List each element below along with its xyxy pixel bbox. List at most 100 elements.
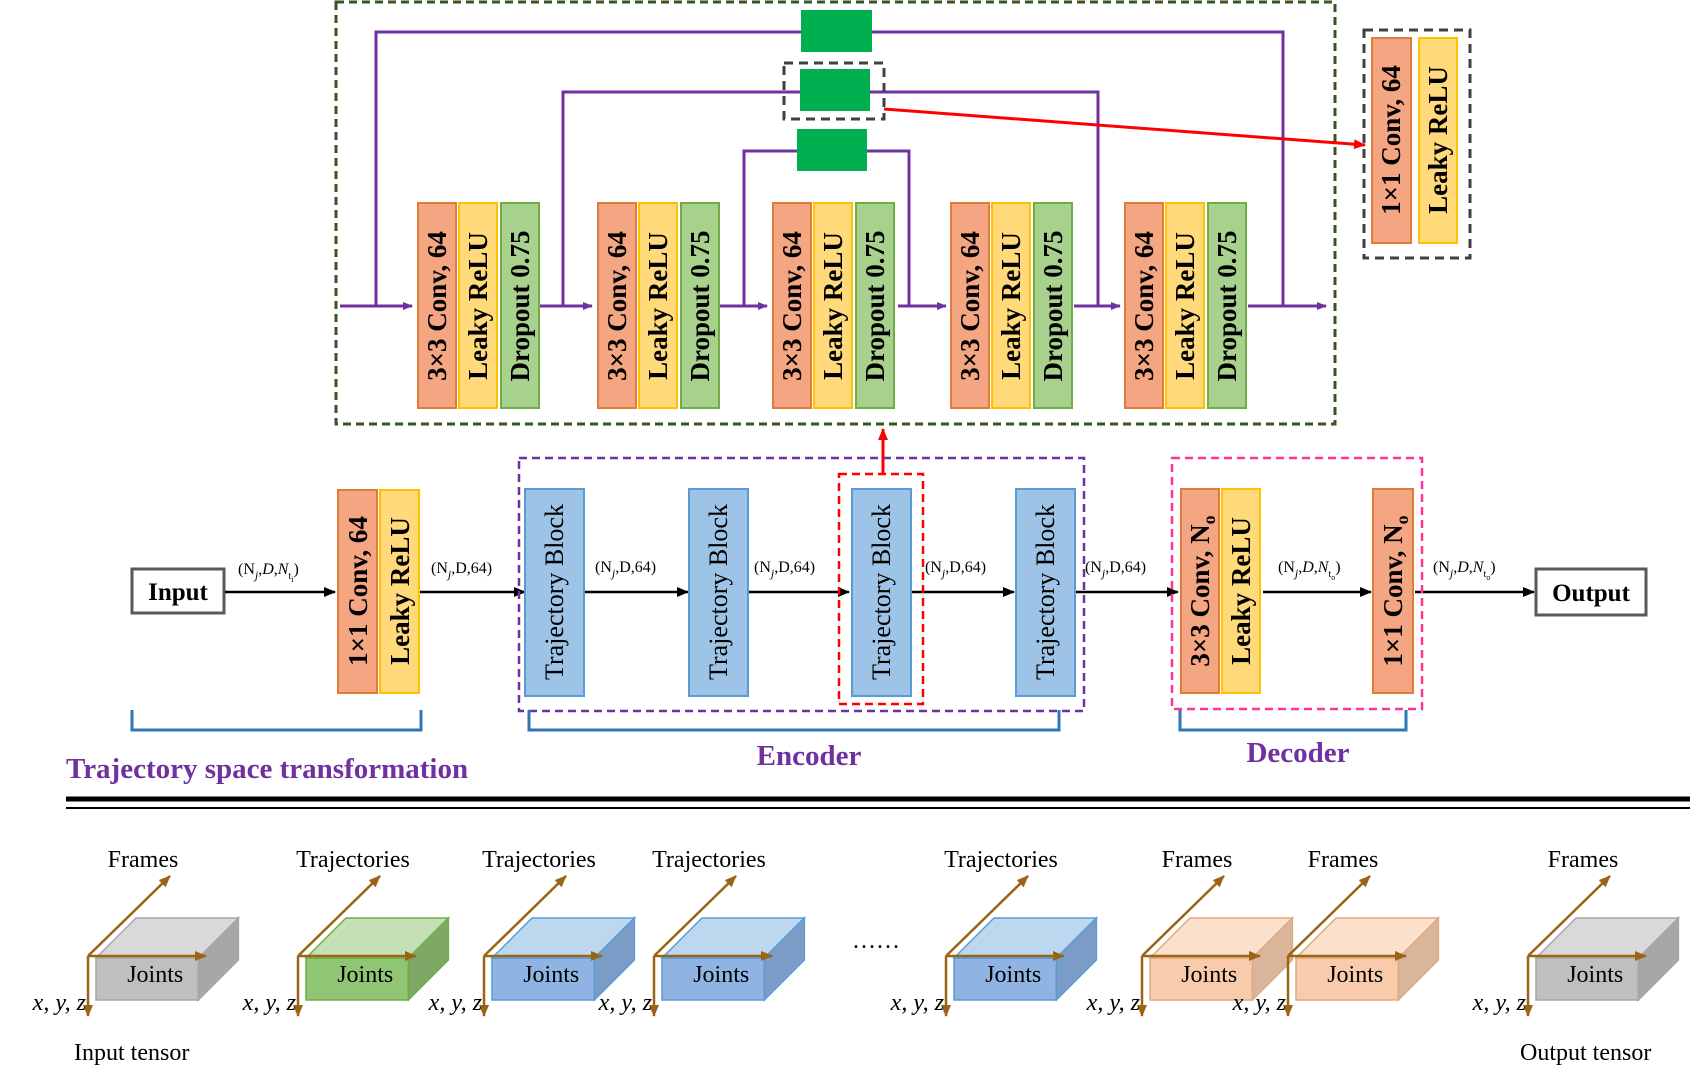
tensor-xyz-label: x, y, z bbox=[428, 990, 483, 1016]
detail-unit-4: 3×3 Conv, 64 Leaky ReLU Dropout 0.75 bbox=[950, 202, 1073, 409]
input-box bbox=[130, 567, 226, 615]
output-box bbox=[1534, 567, 1648, 617]
relu-label: Leaky ReLU bbox=[463, 232, 493, 380]
tensor-side-face bbox=[1397, 916, 1440, 1002]
tensor-depth-label: Frames bbox=[108, 847, 179, 873]
tensor-depth-label: Frames bbox=[1308, 847, 1379, 873]
conv-layer bbox=[950, 202, 990, 409]
trajectory-block-label: Trajectory Block bbox=[540, 504, 569, 680]
section-encoder-label: Encoder bbox=[757, 740, 862, 772]
dim-64-a: (Nj,D,64) bbox=[431, 560, 492, 581]
tensor-axis-depth bbox=[483, 875, 567, 957]
tensor-axis-depth bbox=[87, 875, 171, 957]
dim-64-e: (Nj,D,64) bbox=[1085, 559, 1146, 580]
tensor-front-face bbox=[1149, 957, 1254, 1001]
tensor-front-face bbox=[1295, 957, 1400, 1001]
dim-no-b: (Nj,D,Nto) bbox=[1433, 559, 1496, 582]
dec-conv-layer bbox=[1180, 488, 1220, 694]
tensor-axis-depth bbox=[1527, 875, 1611, 957]
dropout-layer bbox=[1033, 202, 1073, 409]
trajectory-block-label: Trajectory Block bbox=[1031, 504, 1060, 680]
tensor-depth-label: Trajectories bbox=[482, 847, 596, 873]
tensor-depth-label: Frames bbox=[1548, 847, 1619, 873]
trajectory-block-label: Trajectory Block bbox=[704, 504, 733, 680]
tst-relu-layer bbox=[379, 489, 420, 694]
tensor-front-face bbox=[95, 957, 200, 1001]
tensor-joints-label: Joints bbox=[127, 962, 183, 988]
tensor-xyz-label: x, y, z bbox=[242, 990, 297, 1016]
conv-label: 3×3 Conv, 64 bbox=[777, 231, 807, 381]
tst-block: 1×1 Conv, 64 Leaky ReLU bbox=[337, 489, 420, 694]
tensor-side-face bbox=[1055, 916, 1098, 1002]
dec-conv-label: 3×3 Conv, No bbox=[1185, 515, 1219, 666]
side-relu-label: Leaky ReLU bbox=[1423, 66, 1453, 214]
dropout-label: Dropout 0.75 bbox=[685, 230, 715, 381]
relu-label: Leaky ReLU bbox=[1170, 232, 1200, 380]
tensor-axis-depth bbox=[1287, 875, 1371, 957]
dim-64-d: (Nj,D,64) bbox=[925, 559, 986, 580]
trajectory-block-4 bbox=[1015, 488, 1076, 697]
green-box-bottom bbox=[797, 129, 867, 171]
relu-label: Leaky ReLU bbox=[643, 232, 673, 380]
relu-layer bbox=[991, 202, 1031, 409]
conv-layer bbox=[597, 202, 637, 409]
detail-unit-2: 3×3 Conv, 64 Leaky ReLU Dropout 0.75 bbox=[597, 202, 720, 409]
tensor-front-face bbox=[1535, 957, 1640, 1001]
relu-label: Leaky ReLU bbox=[996, 232, 1026, 380]
relu-layer bbox=[1165, 202, 1205, 409]
tst-conv-layer bbox=[337, 489, 378, 694]
section-brackets bbox=[130, 710, 1408, 732]
detail-unit-3: 3×3 Conv, 64 Leaky ReLU Dropout 0.75 bbox=[772, 202, 895, 409]
tensor-xyz-label: x, y, z bbox=[890, 990, 945, 1016]
relu-layer bbox=[638, 202, 678, 409]
tensor-side-face bbox=[407, 916, 450, 1002]
detail-frame bbox=[334, 0, 1337, 426]
dec-relu-layer bbox=[1221, 488, 1261, 694]
tensor-axis-depth bbox=[653, 875, 737, 957]
trajectory-block-3 bbox=[851, 488, 912, 697]
tensor-depth-label: Trajectories bbox=[652, 847, 766, 873]
decoder-block: 3×3 Conv, No Leaky ReLU 1×1 Conv, No bbox=[1180, 488, 1414, 694]
dec-final-conv-layer bbox=[1372, 488, 1414, 694]
tensor-axis-depth bbox=[945, 875, 1029, 957]
tensor-side-face bbox=[1637, 916, 1680, 1002]
dropout-label: Dropout 0.75 bbox=[860, 230, 890, 381]
detail-unit-1: 3×3 Conv, 64 Leaky ReLU Dropout 0.75 bbox=[417, 202, 540, 409]
tensor-joints-label: Joints bbox=[1327, 962, 1383, 988]
input-tensor-caption: Input tensor bbox=[74, 1040, 189, 1066]
tensor-joints-label: Joints bbox=[1181, 962, 1237, 988]
dropout-label: Dropout 0.75 bbox=[505, 230, 535, 381]
relu-layer bbox=[458, 202, 498, 409]
conv-layer bbox=[417, 202, 457, 409]
tensor-joints-label: Joints bbox=[523, 962, 579, 988]
tensor-xyz-label: x, y, z bbox=[1086, 990, 1141, 1016]
section-decoder-label: Decoder bbox=[1246, 737, 1349, 769]
tst-relu-label: Leaky ReLU bbox=[385, 517, 415, 665]
relu-label: Leaky ReLU bbox=[818, 232, 848, 380]
detail-unit-5: 3×3 Conv, 64 Leaky ReLU Dropout 0.75 bbox=[1124, 202, 1247, 409]
conv-label: 3×3 Conv, 64 bbox=[602, 231, 632, 381]
tensor-side-face bbox=[197, 916, 240, 1002]
tensor-side-face bbox=[763, 916, 806, 1002]
side-conv-layer bbox=[1371, 37, 1412, 244]
tst-conv-label: 1×1 Conv, 64 bbox=[343, 516, 373, 666]
green-box-top bbox=[801, 10, 872, 52]
dropout-label: Dropout 0.75 bbox=[1212, 230, 1242, 381]
tensor-side-face bbox=[1251, 916, 1294, 1002]
tensor-xyz-label: x, y, z bbox=[1232, 990, 1287, 1016]
conv-layer bbox=[772, 202, 812, 409]
tensor-depth-label: Trajectories bbox=[296, 847, 410, 873]
green-box-highlight-frame bbox=[782, 61, 886, 121]
conv-label: 3×3 Conv, 64 bbox=[955, 231, 985, 381]
side-conv-label: 1×1 Conv, 64 bbox=[1376, 65, 1406, 215]
tensor-xyz-label: x, y, z bbox=[32, 990, 87, 1016]
